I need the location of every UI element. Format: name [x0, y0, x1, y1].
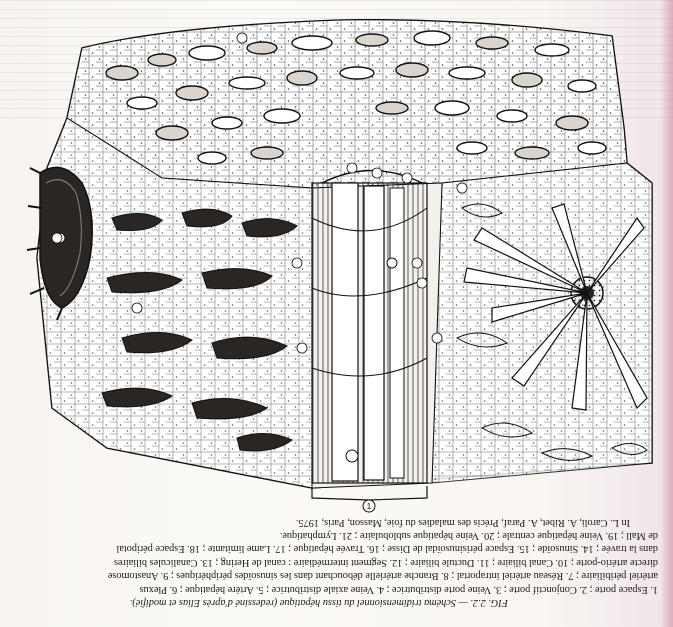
caption-title: FIG. 2.2. — Schéma tridimensionnel du ti… [18, 595, 658, 608]
portal-bracket: 1 [312, 486, 427, 512]
bracket-label: 1 [367, 502, 372, 511]
caption-line-3: directe artério-porte ; 10. Canal biliai… [18, 555, 658, 568]
caption-line-1: 1. Espace porte ; 2. Conjonctif porte ; … [18, 582, 658, 595]
caption-source: In L. Caroli, A. Ribet, A. Paraf, Précis… [18, 515, 658, 528]
caption-line-4: dans la travée ; 14. Sinusoïde ; 15. Esp… [18, 542, 658, 555]
caption-line-2: artériel péribiliaire ; 7. Réseau artéri… [18, 569, 658, 582]
portal-space [312, 171, 427, 484]
caption-line-5: de Mall ; 19. Veine hépatique centrale ;… [18, 528, 658, 541]
figure-caption: FIG. 2.2. — Schéma tridimensionnel du ti… [18, 515, 658, 609]
liver-tissue-illustration: 1 [12, 8, 662, 513]
page-edge-tint [661, 0, 673, 627]
